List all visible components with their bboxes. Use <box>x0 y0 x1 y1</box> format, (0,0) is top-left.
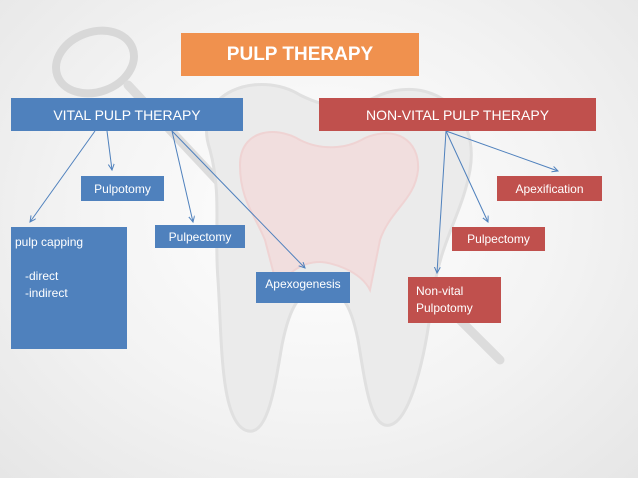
non-vital-pulpectomy-node: Pulpectomy <box>452 227 545 251</box>
pulp-capping-direct: -direct <box>25 269 59 283</box>
vital-pulpectomy-node: Pulpectomy <box>155 225 245 248</box>
non-vital-pulp-therapy-node: NON-VITAL PULP THERAPY <box>319 98 596 131</box>
diagram-title: PULP THERAPY <box>181 33 419 76</box>
vital-pulp-therapy-node: VITAL PULP THERAPY <box>11 98 243 131</box>
pulp-capping-node: pulp capping -direct -indirect <box>11 227 127 349</box>
apexogenesis-node: Apexogenesis <box>256 272 350 303</box>
apexification-node: Apexification <box>497 176 602 201</box>
pulpotomy-node: Pulpotomy <box>81 176 164 201</box>
non-vital-pulpotomy-node: Non-vital Pulpotomy <box>408 277 501 323</box>
non-vital-pulpotomy-line1: Non-vital <box>416 284 464 298</box>
pulp-capping-indirect: -indirect <box>25 286 68 300</box>
non-vital-pulpotomy-line2: Pulpotomy <box>416 301 473 315</box>
pulp-capping-label: pulp capping <box>15 235 84 249</box>
